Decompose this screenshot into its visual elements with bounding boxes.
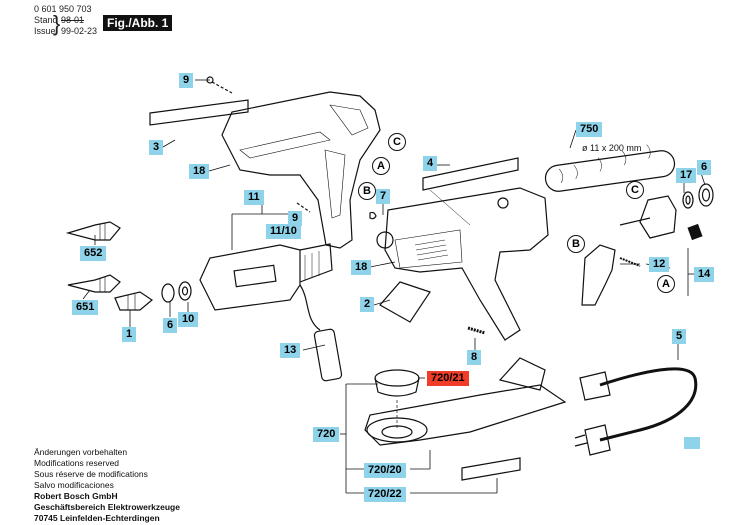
ref-letter-c-right: C (626, 181, 644, 199)
ref-letter-b-mid: B (358, 182, 376, 200)
callout-652: 652 (80, 246, 107, 261)
blank-callout (684, 437, 700, 449)
callout-750: 750 (576, 122, 603, 137)
footer-line-3: Sous réserve de modifications (34, 469, 148, 479)
footer-line-4: Salvo modificaciones (34, 480, 114, 490)
label-strip-3 (149, 99, 249, 126)
ring-10 (178, 281, 192, 301)
callout-8: 8 (467, 350, 482, 365)
callout-5: 5 (672, 329, 687, 344)
nozzle-1 (114, 291, 154, 311)
clip-2 (379, 281, 431, 323)
callout-720-22: 720/22 (364, 487, 406, 502)
glue-stick-dimension: ø 11 x 200 mm (582, 143, 642, 153)
footer-address: 70745 Leinfelden-Echterdingen (34, 513, 160, 523)
callout-4: 4 (423, 156, 438, 171)
power-cord-5 (599, 367, 698, 442)
housing-half-18 (221, 91, 381, 249)
footer-line-1: Änderungen vorbehalten (34, 447, 128, 457)
figure-label: Fig./Abb. 1 (103, 15, 173, 31)
callout-2: 2 (360, 297, 375, 312)
ref-letter-c-top: C (388, 133, 406, 151)
footer-division: Geschäftsbereich Elektrowerkzeuge (34, 502, 180, 512)
callout-720-20: 720/20 (364, 463, 406, 478)
ring-6-left (161, 283, 175, 303)
callout-14: 14 (694, 267, 715, 282)
trigger-right (581, 244, 616, 306)
callout-6-right: 6 (697, 160, 712, 175)
callout-720: 720 (313, 427, 340, 442)
callout-3: 3 (149, 140, 164, 155)
cable (299, 284, 321, 331)
callout-1: 1 (122, 327, 137, 342)
spring-8 (467, 326, 486, 335)
footer-line-2: Modifications reserved (34, 458, 120, 468)
heater-11 (199, 244, 301, 311)
glue-stick-750 (544, 144, 676, 192)
part-number: 0 601 950 703 (34, 4, 92, 14)
callout-17: 17 (676, 168, 697, 183)
ref-letter-a-right: A (657, 275, 675, 293)
ref-letter-a-top: A (372, 157, 390, 175)
callout-18-mid: 18 (351, 260, 372, 275)
stand-value: 98-01 (61, 15, 85, 25)
nozzle-651 (67, 274, 121, 293)
callout-10: 10 (178, 312, 199, 327)
callout-651: 651 (72, 300, 99, 315)
callout-9-top: 9 (179, 73, 194, 88)
callout-12: 12 (649, 257, 670, 272)
callout-6-left: 6 (163, 318, 178, 333)
ring-17 (682, 191, 694, 209)
spring-7 (369, 211, 377, 220)
stand-720 (364, 384, 567, 446)
issue-value: 99-02-23 (61, 26, 98, 36)
callout-11: 11 (244, 190, 264, 205)
main-housing (384, 187, 549, 341)
callout-9-mid: 9 (288, 211, 303, 226)
callout-18-top: 18 (189, 164, 210, 179)
callout-11-10: 11/10 (266, 224, 301, 239)
issue-label: Issue (34, 26, 56, 36)
callout-7: 7 (376, 189, 391, 204)
ring-6-right (698, 183, 714, 207)
bracket-glyph: } (53, 11, 61, 36)
feed-assembly (639, 195, 677, 239)
screw-9-top (206, 76, 233, 94)
label-strip-72022 (461, 457, 521, 481)
label-strip-4 (422, 157, 519, 191)
switch-13 (313, 328, 343, 382)
ref-letter-b-right: B (567, 235, 585, 253)
stand-label: Stand (34, 15, 58, 25)
callout-13: 13 (280, 343, 301, 358)
footer-company: Robert Bosch GmbH (34, 491, 118, 501)
nozzle-652 (65, 221, 121, 241)
callout-720-21: 720/21 (427, 371, 469, 386)
cup-720-21 (374, 369, 420, 387)
